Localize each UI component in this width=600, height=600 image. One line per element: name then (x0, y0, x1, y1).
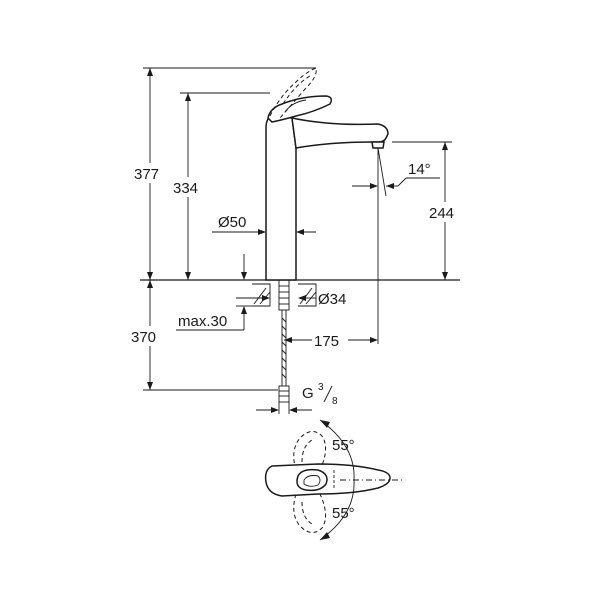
dim-thread-numerator: 3 (318, 382, 324, 393)
faucet-top-view (264, 419, 402, 541)
angle-upper: 55° (332, 437, 355, 454)
dim-total-height: 377 (134, 166, 159, 183)
dim-reach: 175 (314, 333, 339, 350)
dim-below-deck: 370 (131, 329, 156, 346)
dim-hole-diameter: Ø34 (318, 291, 346, 308)
dim-spout-angle: 14° (408, 161, 431, 178)
faucet-side-view (252, 67, 389, 403)
dim-thread-prefix: G (302, 385, 314, 402)
dim-body-diameter: Ø50 (218, 214, 246, 231)
dim-spout-height: 334 (173, 180, 198, 197)
dim-thread-denominator: 8 (332, 396, 338, 407)
dim-outlet-height: 244 (429, 205, 454, 222)
angle-lower: 55° (332, 505, 355, 522)
dim-max-deck: max.30 (178, 313, 227, 330)
